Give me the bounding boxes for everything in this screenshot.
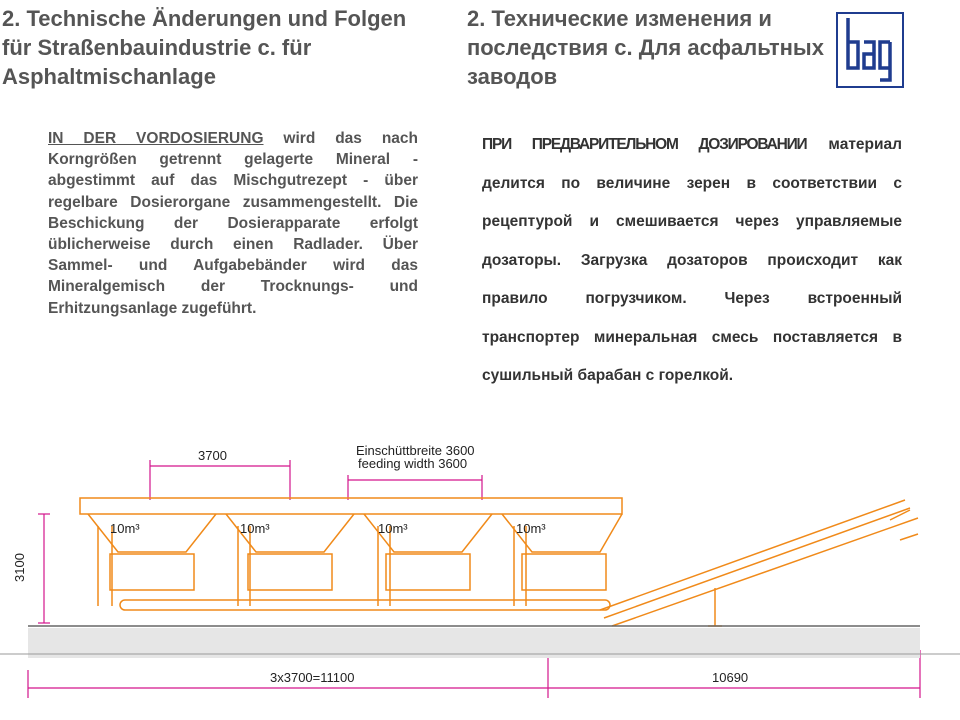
svg-text:10m³: 10m³ (110, 521, 140, 536)
dim-top-left: 3700 (198, 448, 227, 463)
description-german: IN DER VORDOSIERUNG wird das nach Korngr… (48, 128, 418, 319)
description-russian: ПРИ ПРЕДВАРИТЕЛЬНОМ ДОЗИРОВАНИИ материал… (482, 126, 902, 396)
svg-text:10m³: 10m³ (516, 521, 546, 536)
dim-bottom-right: 10690 (712, 670, 748, 685)
dim-bottom-left: 3x3700=11100 (270, 670, 354, 685)
description-russian-lead: ПРИ ПРЕДВАРИТЕЛЬНОМ ДОЗИРОВАНИИ (482, 136, 808, 153)
ground-line (0, 625, 960, 658)
page-title-german: 2. Technische Änderungen und Folgen für … (2, 6, 407, 89)
description-german-text: wird das nach Korngrößen getrennt gelage… (48, 130, 418, 317)
page-title-russian: 2. Технические изменения и последствия с… (467, 6, 824, 89)
description-german-lead: IN DER VORDOSIERUNG (48, 130, 264, 147)
feed-width-label-2: feeding width 3600 (358, 456, 467, 471)
dim-height: 3100 (12, 553, 27, 582)
svg-text:10m³: 10m³ (240, 521, 270, 536)
bin-volume-labels: 10m³ 10m³ 10m³ 10m³ (110, 521, 546, 536)
description-russian-text: материал делится по величине зерен в соо… (482, 136, 902, 384)
bag-logo (836, 12, 904, 88)
svg-text:10m³: 10m³ (378, 521, 408, 536)
dosing-plant-drawing: 3700 Einschüttbreite 3600 feeding width … (0, 443, 960, 698)
feed-width-label-1: Einschüttbreite 3600 (356, 443, 475, 458)
hoppers (79, 497, 919, 627)
